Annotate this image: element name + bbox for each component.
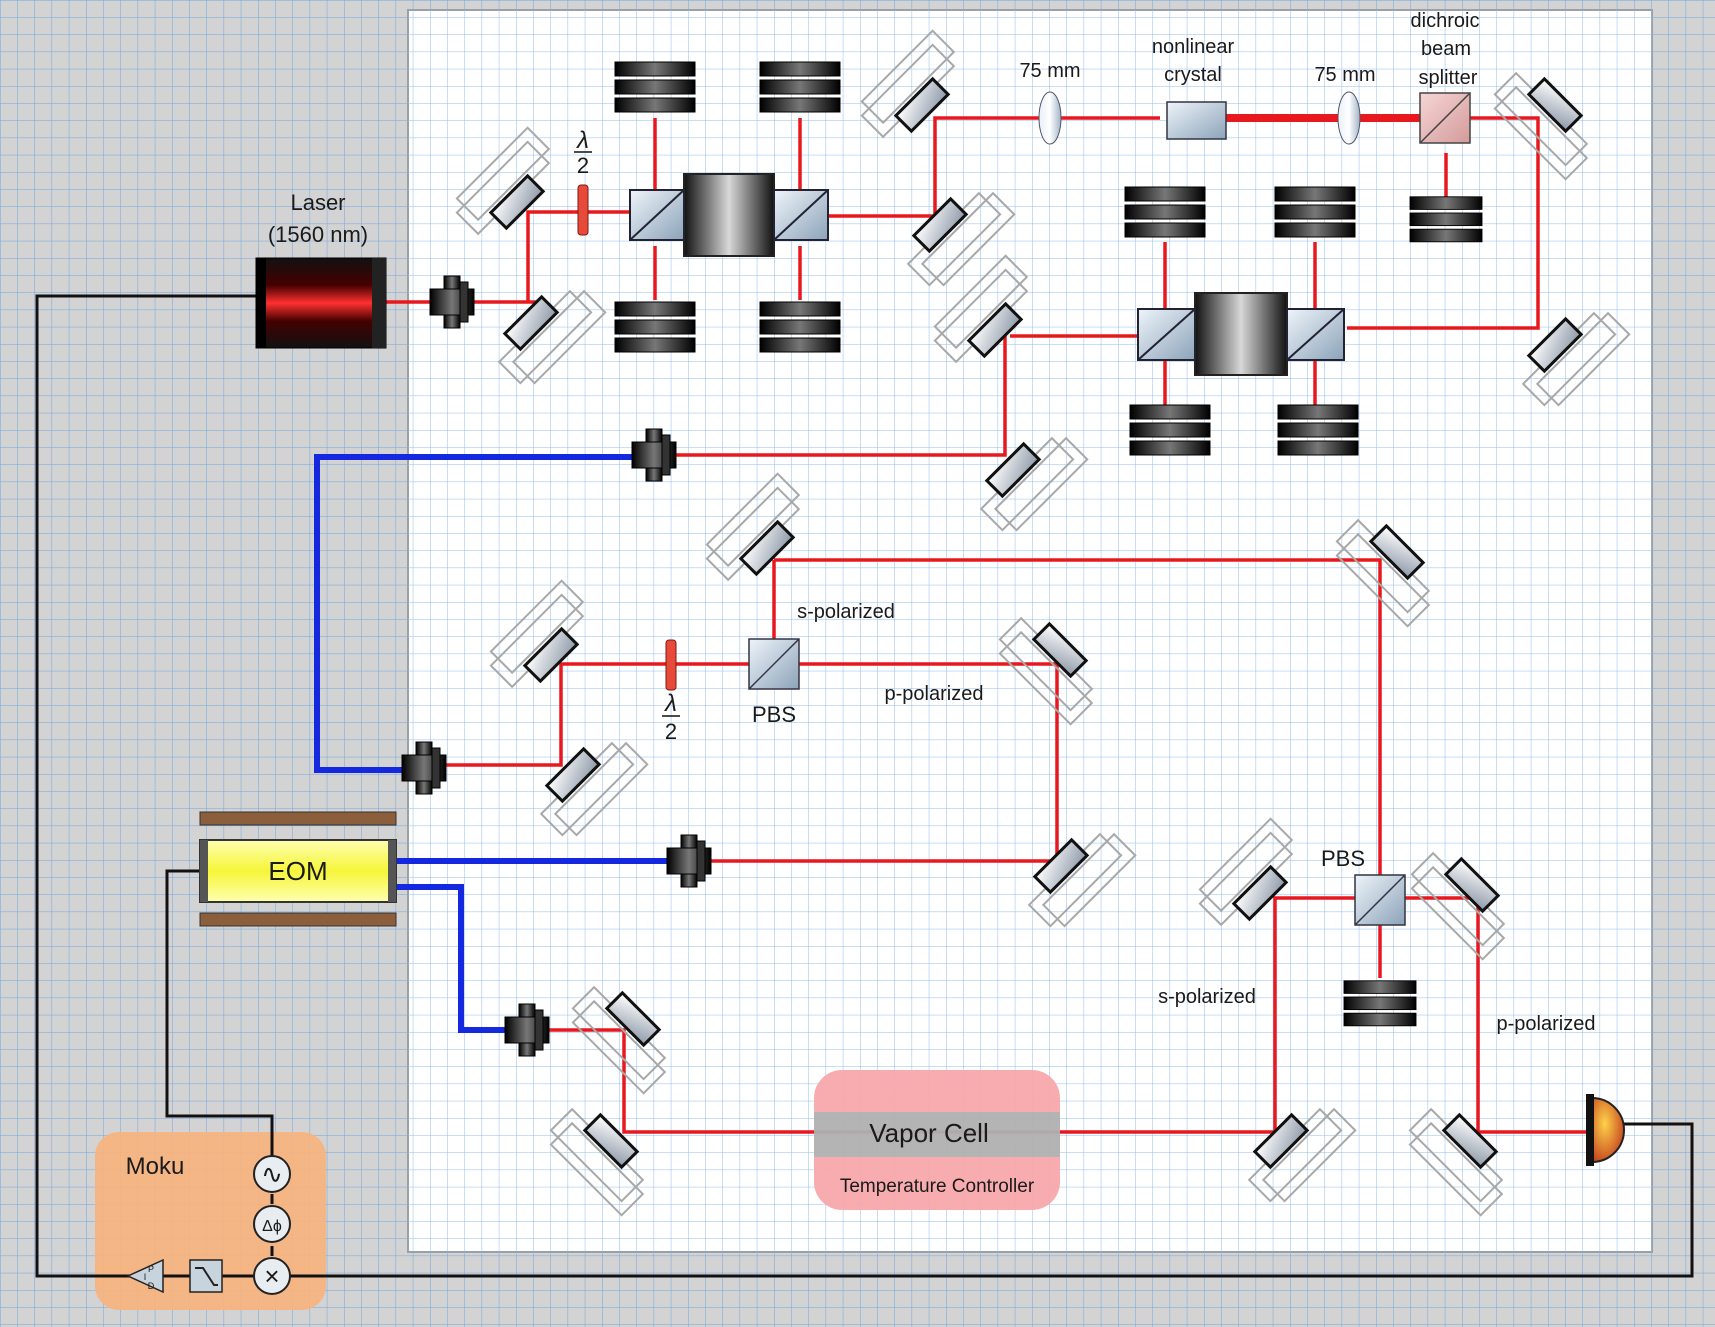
eom-label: EOM (268, 856, 327, 886)
beam-dump (1409, 196, 1483, 243)
vapor-cell-label: Vapor Cell (869, 1118, 988, 1148)
beam-dump (1124, 186, 1206, 238)
photodetector (1586, 1094, 1625, 1166)
vapor-cell (814, 1070, 1060, 1210)
beam-dump (759, 61, 841, 113)
mirror-mount (860, 29, 956, 139)
pbs-label-2: PBS (1321, 846, 1365, 871)
mirror-mount (1335, 518, 1431, 628)
moku-pid-p: P (148, 1264, 154, 1274)
pbs-cube-2 (1354, 874, 1406, 926)
half-wave-label-2-num: λ (663, 690, 677, 717)
half-wave-label-1-num: λ (575, 127, 589, 154)
lens-2-focal-label: 75 mm (1314, 64, 1375, 86)
dichroic-label-3: splitter (1419, 67, 1478, 89)
crystal-label-1: nonlinear (1152, 36, 1235, 58)
mirror-mount (1493, 71, 1589, 181)
mirror-mount (497, 289, 607, 385)
fiber-coupler (401, 741, 447, 795)
optical-table-grid (408, 10, 1652, 1252)
mirror-mount (998, 616, 1094, 726)
crystal-label-2: crystal (1164, 64, 1222, 86)
laser-title: Laser (290, 190, 345, 215)
lens-1-focal-label: 75 mm (1019, 60, 1080, 82)
fiber-couplers (401, 275, 712, 1057)
p-polarized-label-2: p-polarized (1497, 1013, 1596, 1035)
temperature-controller-label: Temperature Controller (840, 1176, 1035, 1197)
laser-beams (382, 116, 1590, 1134)
mirror-mount (906, 191, 1016, 287)
moku-mixer (253, 1257, 291, 1295)
fiber-coupler (666, 834, 712, 888)
mirror-mount (933, 254, 1029, 364)
moku-pid-i: I (144, 1272, 147, 1282)
p-polarized-label-1: p-polarized (885, 683, 984, 705)
beam-dump (1343, 980, 1417, 1027)
half-wave-plate-1 (577, 184, 589, 236)
eom (199, 811, 397, 927)
fiber-coupler (504, 1003, 550, 1057)
half-wave-label-2-den: 2 (665, 719, 677, 744)
optical-isolator-2 (1137, 292, 1345, 376)
beam-dump (614, 61, 696, 113)
mirror-mount (1198, 817, 1294, 927)
beam-dump (1129, 404, 1211, 456)
mirror-mount (1027, 832, 1137, 928)
half-wave-plate-2 (665, 639, 677, 691)
fiber-coupler (631, 428, 677, 482)
nonlinear-crystal (1166, 101, 1227, 140)
half-wave-label-1-den: 2 (577, 153, 589, 178)
optical-isolator-1 (629, 173, 829, 257)
moku-title: Moku (126, 1153, 185, 1180)
electrical-wiring (35, 294, 1694, 1278)
moku-oscillator (253, 1155, 291, 1193)
mirror-mount (539, 741, 649, 837)
lens-2 (1337, 91, 1361, 145)
mirror-mount (1410, 851, 1506, 961)
laser-source (255, 257, 387, 349)
mirror-mounts (455, 29, 1631, 1217)
moku-pid-controller (126, 1258, 164, 1294)
optical-fibers (314, 454, 680, 1033)
moku-oscillator-symbol: ∿ (261, 1159, 283, 1189)
lens-1 (1038, 91, 1062, 145)
moku-phase-symbol: Δϕ (262, 1218, 282, 1235)
pbs-label-1: PBS (752, 702, 796, 727)
mirror-mount (455, 126, 551, 236)
beam-dump (1274, 186, 1356, 238)
dichroic-label-1: dichroic (1411, 10, 1480, 32)
moku-lowpass-filter (189, 1259, 223, 1293)
dichroic-label-2: beam (1421, 38, 1471, 60)
beam-dump (1277, 404, 1359, 456)
moku-pid-d: D (148, 1281, 155, 1291)
moku-phase-shifter (253, 1205, 291, 1243)
dichroic-beam-splitter (1419, 92, 1471, 144)
mirror-mount (489, 579, 585, 689)
mirror-mount (1408, 1107, 1504, 1217)
laser-wavelength: (1560 nm) (268, 222, 368, 247)
pbs-cube-1 (748, 638, 800, 690)
fiber-coupler (429, 275, 475, 329)
mirror-mount (549, 1107, 645, 1217)
beam-dump (614, 301, 696, 353)
s-polarized-label-2: s-polarized (1158, 986, 1256, 1008)
moku-mixer-symbol: × (264, 1261, 279, 1291)
beam-dumps (614, 61, 1483, 1027)
mirror-mount (1247, 1107, 1357, 1203)
mirror-mount (571, 985, 667, 1095)
mirror-mount (979, 436, 1089, 532)
s-polarized-label-1: s-polarized (797, 601, 895, 623)
mirror-mount (1521, 311, 1631, 407)
beam-dump (759, 301, 841, 353)
mirror-mount (705, 472, 801, 582)
